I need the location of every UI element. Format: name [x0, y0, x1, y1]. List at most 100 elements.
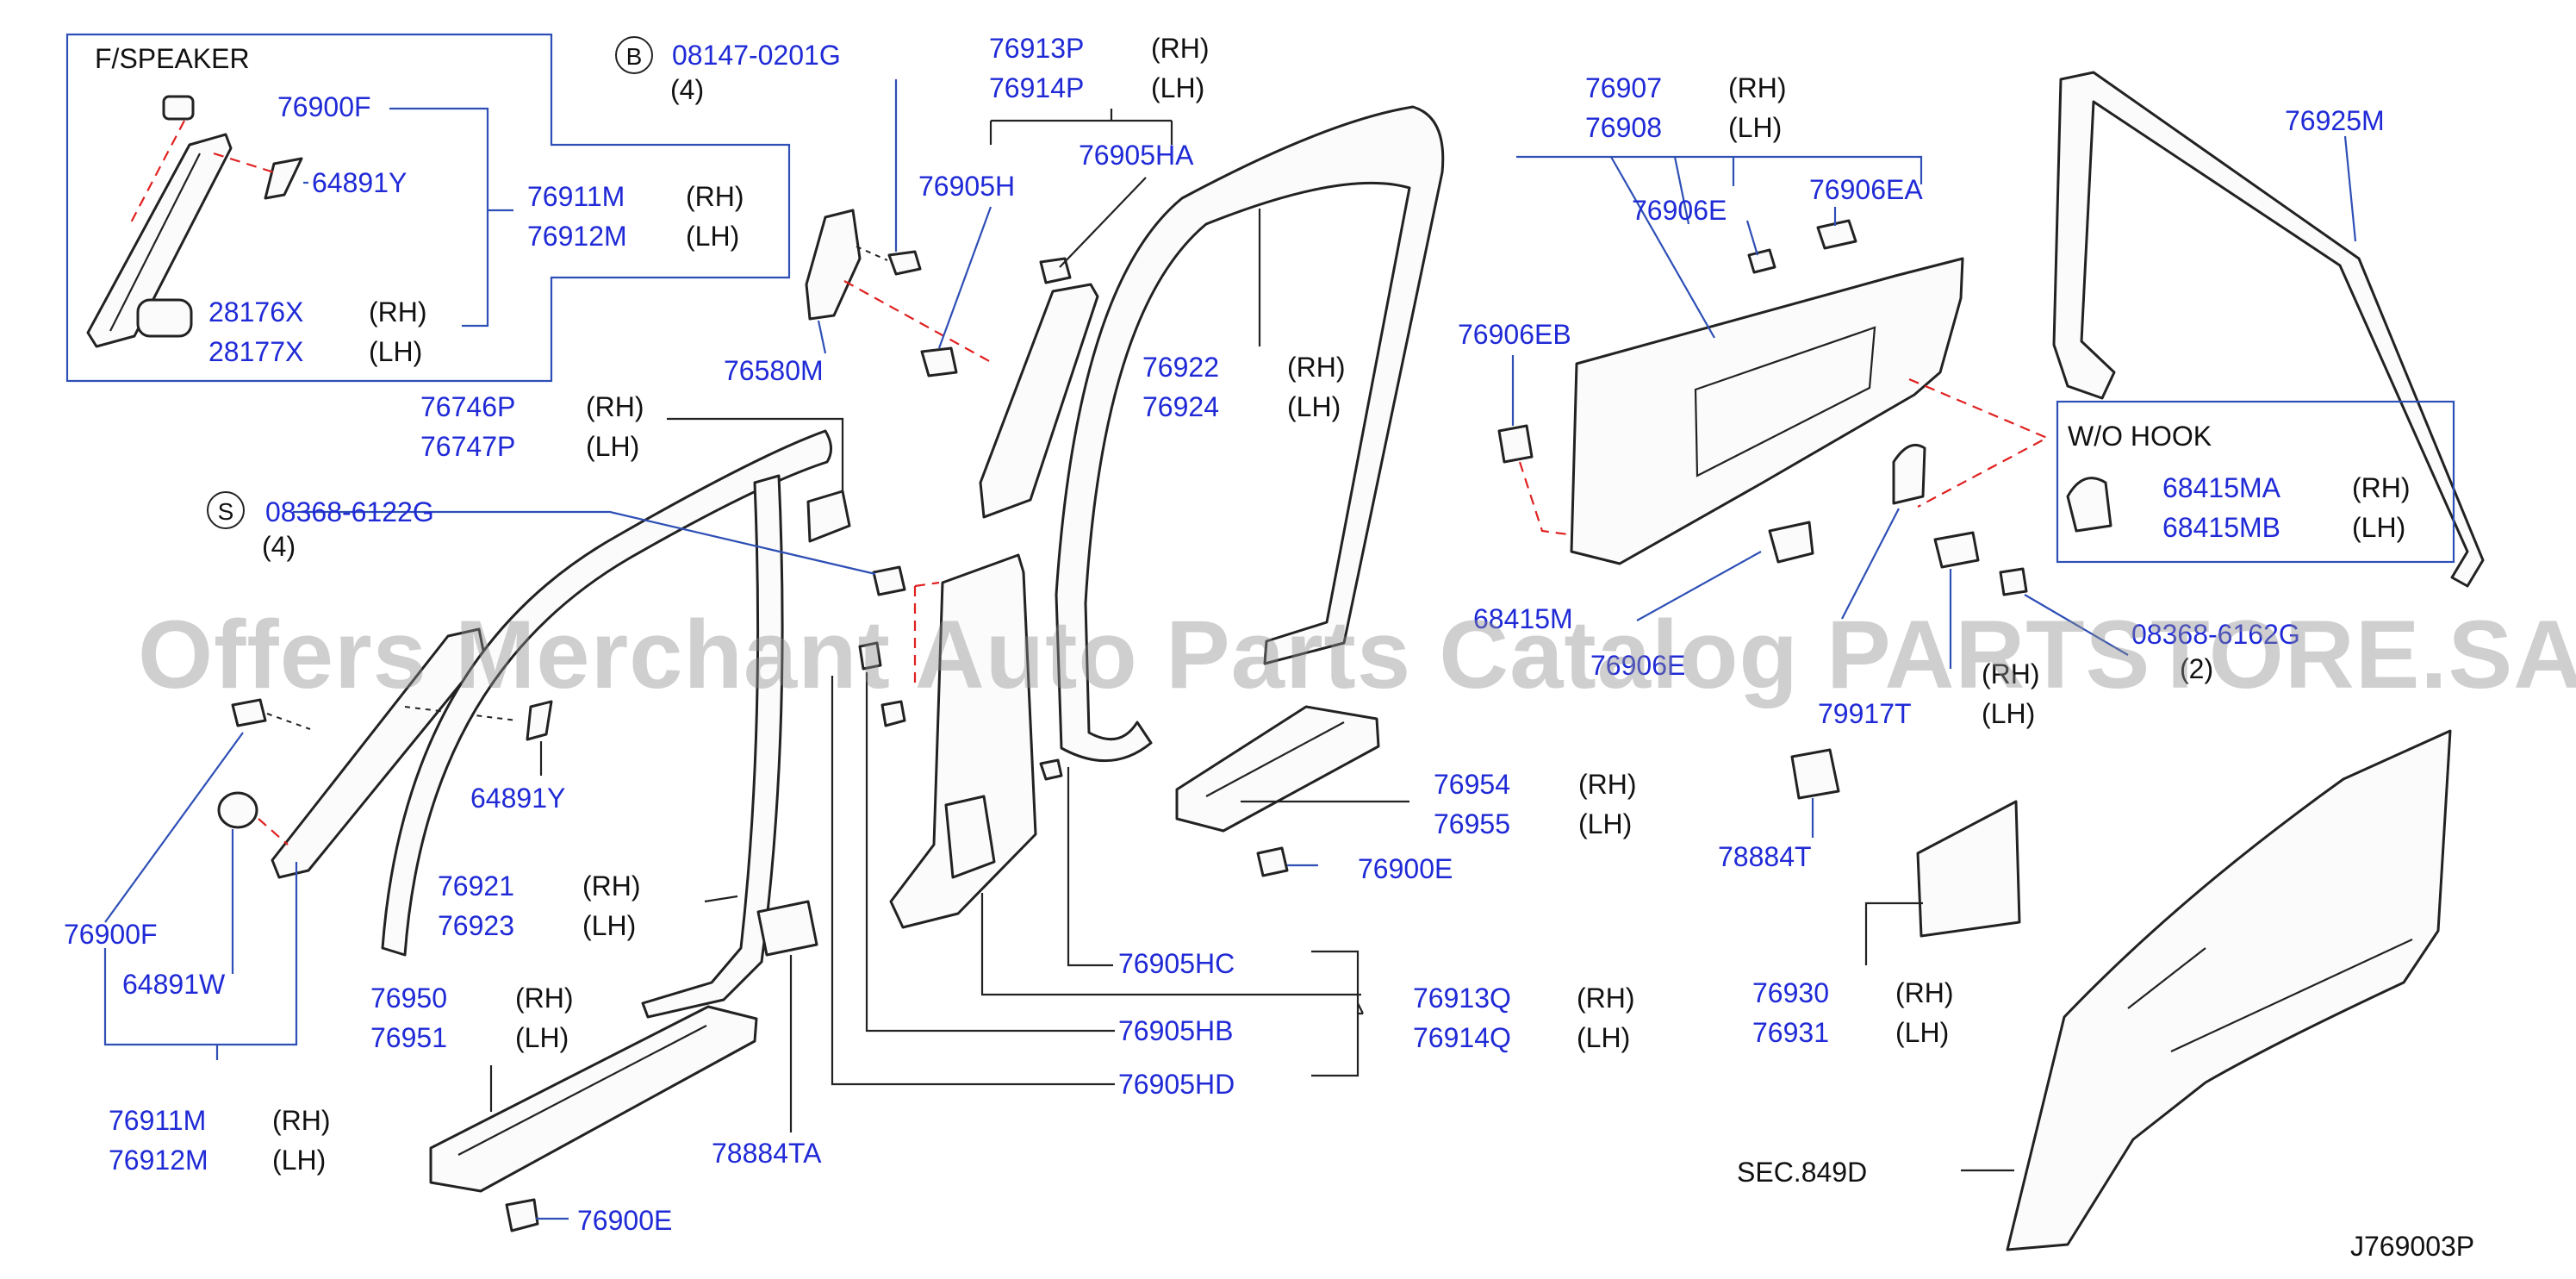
clip-76906ea — [1816, 219, 1857, 250]
inset-leader-1 — [389, 107, 489, 328]
side-rh-76921: (RH) — [582, 870, 641, 902]
block-78884t — [1790, 748, 1840, 800]
leader-68415m — [1636, 551, 1762, 621]
bolt-08368 — [872, 565, 906, 596]
clip-76900e-left — [505, 1198, 539, 1232]
side-rh-68415ma: (RH) — [2352, 472, 2411, 503]
part-08368-6162g[interactable]: 08368-6162G — [2131, 619, 2300, 650]
part-76931[interactable]: 76931 — [1752, 1017, 1829, 1048]
wo-hook-frame — [2056, 400, 2455, 564]
part-76911m-left[interactable]: 76911M — [109, 1105, 207, 1136]
qty-08368-6162g: (2) — [2180, 653, 2214, 684]
part-76580m[interactable]: 76580M — [724, 355, 824, 386]
side-lh-68415mb: (LH) — [2352, 512, 2406, 543]
hook-68415m — [1768, 521, 1814, 564]
part-76908[interactable]: 76908 — [1585, 112, 1662, 143]
bolt-hook — [1999, 567, 2028, 596]
leader-76905ha — [1059, 177, 1147, 268]
part-76923[interactable]: 76923 — [438, 910, 514, 941]
kickplate-76950-detail — [457, 1025, 707, 1156]
part-76906e-lower[interactable]: 76906E — [1590, 650, 1686, 681]
leader-76580m — [817, 320, 827, 354]
part-68415mb[interactable]: 68415MB — [2162, 512, 2280, 543]
inset-clip-76900f — [162, 95, 195, 121]
inset-pillar-inner-line — [109, 153, 201, 332]
part-76905h[interactable]: 76905H — [918, 171, 1016, 202]
bracket-76746p — [806, 490, 851, 543]
part-76913p[interactable]: 76913P — [989, 33, 1085, 64]
part-28177x[interactable]: 28177X — [208, 336, 304, 367]
part-76900f-left[interactable]: 76900F — [64, 919, 158, 950]
part-76906e[interactable]: 76906E — [1632, 195, 1727, 226]
part-79917t[interactable]: 79917T — [1818, 698, 1912, 729]
part-76900e-center[interactable]: 76900E — [1358, 853, 1453, 884]
hook-cover — [2066, 477, 2112, 533]
part-76911m-inset[interactable]: 76911M — [527, 181, 625, 212]
part-78884t[interactable]: 78884T — [1718, 841, 1812, 872]
part-76905hd[interactable]: 76905HD — [1118, 1069, 1235, 1100]
leader-08368 — [293, 510, 876, 576]
leader-76905hd — [831, 676, 1115, 1086]
part-76914q[interactable]: 76914Q — [1413, 1022, 1511, 1053]
part-68415ma[interactable]: 68415MA — [2162, 472, 2280, 503]
part-64891y-inset[interactable]: 64891Y — [312, 167, 408, 198]
side-lh-76747p: (LH) — [586, 431, 640, 462]
side-lh-76951: (LH) — [515, 1022, 569, 1053]
part-76930[interactable]: 76930 — [1752, 977, 1829, 1008]
side-rh-28176x: (RH) — [369, 296, 427, 328]
side-rh-76746p: (RH) — [586, 391, 644, 422]
part-76905ha[interactable]: 76905HA — [1079, 140, 1194, 171]
part-76950[interactable]: 76950 — [370, 983, 447, 1014]
clip-76906e — [1747, 248, 1776, 274]
rear-trim-window — [1694, 326, 1876, 477]
leader-76913p — [989, 109, 1173, 145]
weatherstrip-76746p — [641, 474, 784, 1019]
part-64891w[interactable]: 64891W — [122, 969, 226, 1000]
part-76900f-inset[interactable]: 76900F — [277, 91, 371, 122]
leader-hook-center — [1841, 508, 1900, 620]
part-76912m-left[interactable]: 76912M — [109, 1145, 208, 1176]
pad-76930 — [1916, 800, 2021, 938]
part-76914p[interactable]: 76914P — [989, 72, 1085, 103]
trim-76921 — [381, 429, 832, 957]
leader-76907 — [1516, 155, 1923, 339]
part-64891y-left[interactable]: 64891Y — [470, 783, 566, 814]
part-08368-6122g[interactable]: 08368-6122G — [265, 496, 434, 527]
part-76954[interactable]: 76954 — [1434, 769, 1510, 800]
part-76922[interactable]: 76922 — [1142, 352, 1219, 383]
part-76906eb[interactable]: 76906EB — [1458, 319, 1571, 350]
part-76913q[interactable]: 76913Q — [1413, 983, 1511, 1014]
side-lh-76914q: (LH) — [1577, 1022, 1631, 1053]
sec-849d-panel — [2006, 729, 2452, 1251]
part-76912m-inset[interactable]: 76912M — [527, 221, 627, 252]
clip-76900e-center — [1256, 846, 1289, 877]
part-76924[interactable]: 76924 — [1142, 391, 1219, 422]
part-76746p[interactable]: 76746P — [420, 391, 516, 422]
guide-dash-rear — [1518, 461, 1569, 536]
part-76925m[interactable]: 76925M — [2285, 105, 2385, 136]
part-76907[interactable]: 76907 — [1585, 72, 1662, 103]
pillar-lower-box — [944, 795, 996, 879]
wo-hook-title: W/O HOOK — [2068, 421, 2212, 452]
part-76905hb[interactable]: 76905HB — [1118, 1015, 1234, 1046]
part-78884ta[interactable]: 78884TA — [712, 1138, 822, 1169]
weatherstrip-76925m — [2052, 71, 2485, 588]
part-76955[interactable]: 76955 — [1434, 808, 1510, 839]
part-76900e-left[interactable]: 76900E — [577, 1205, 673, 1236]
part-76951[interactable]: 76951 — [370, 1022, 447, 1053]
part-28176x[interactable]: 28176X — [208, 296, 304, 328]
side-lh-76908: (LH) — [1728, 112, 1783, 143]
side-lh-76931: (LH) — [1895, 1017, 1950, 1048]
leader-76925m — [2343, 135, 2357, 242]
side-lh-76923: (LH) — [582, 910, 637, 941]
part-76747p[interactable]: 76747P — [420, 431, 516, 462]
part-08147-0201g[interactable]: 08147-0201G — [672, 40, 841, 71]
section-ref-849d[interactable]: SEC.849D — [1737, 1157, 1868, 1188]
part-76905hc[interactable]: 76905HC — [1118, 948, 1235, 979]
part-68415m[interactable]: 68415M — [1473, 603, 1573, 634]
inset-speaker-cover — [264, 157, 303, 200]
part-76906ea[interactable]: 76906EA — [1809, 174, 1923, 205]
inset-pillar-trim — [86, 133, 233, 348]
weatherstrip-76922 — [1055, 105, 1445, 763]
part-76921[interactable]: 76921 — [438, 870, 514, 902]
